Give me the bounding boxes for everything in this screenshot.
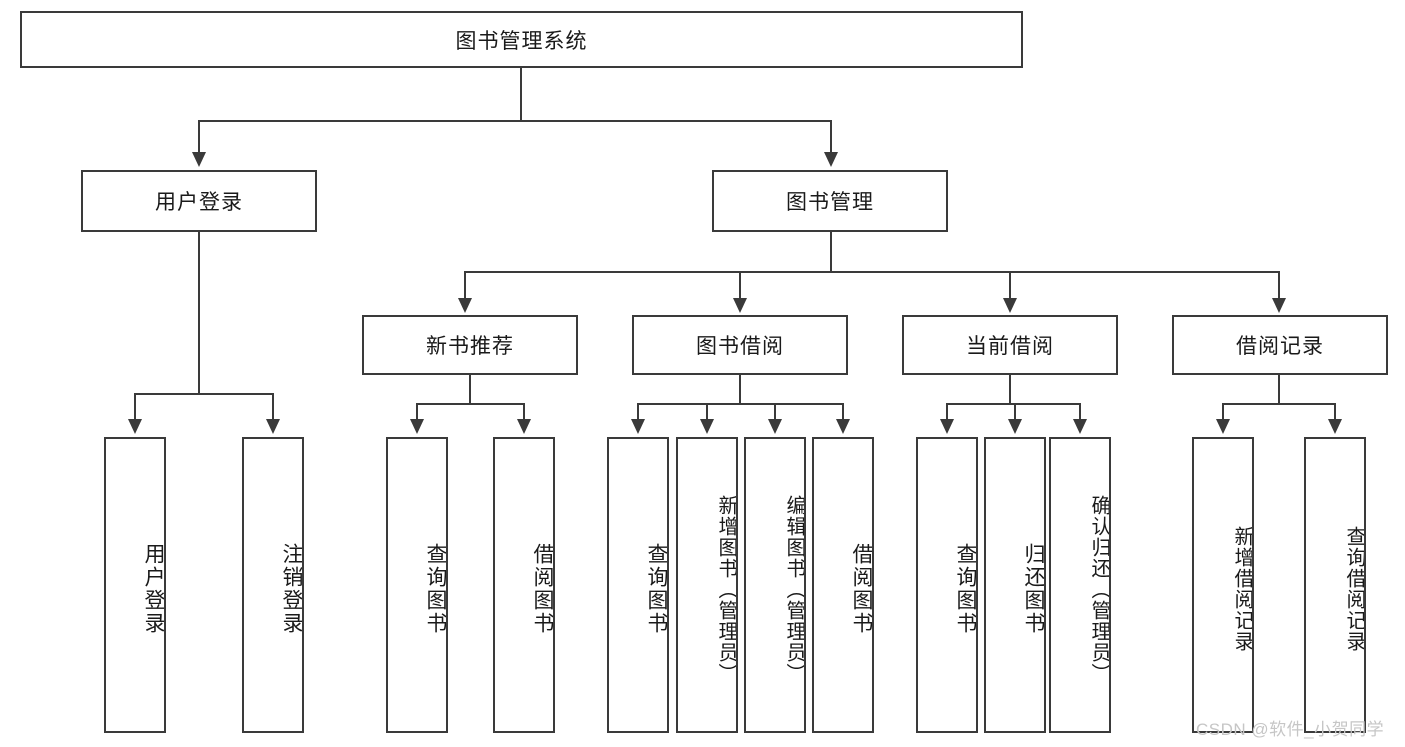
connector-current-borrow-stem <box>1009 375 1011 403</box>
node-label: 用户登录 <box>155 191 243 214</box>
leaf-label: 查询图书 <box>645 543 668 635</box>
connector-root-stem <box>520 68 522 120</box>
arrowhead-leaf-query-record <box>1328 419 1342 434</box>
connector-level2-drop-borrow-record <box>1278 271 1280 298</box>
leaf-label: 新增图书（管理员） <box>715 494 737 684</box>
connector-borrow-record-bus <box>1222 403 1336 405</box>
leaf-label: 编辑图书（管理员） <box>783 494 805 684</box>
connector-new-book-stem <box>469 375 471 403</box>
leaf-label: 注销登录 <box>280 543 303 635</box>
leaf-borrow-book-new-recommend[interactable]: 借阅图书 <box>493 437 555 733</box>
node-label: 当前借阅 <box>966 335 1054 358</box>
leaf-query-book-borrow[interactable]: 查询图书 <box>607 437 669 733</box>
connector-book-borrow-bus <box>637 403 844 405</box>
arrowhead-leaf-query-book-cb <box>940 419 954 434</box>
arrowhead-new-book-recommend <box>458 298 472 313</box>
arrowhead-leaf-borrow-book-bb <box>836 419 850 434</box>
node-label: 图书管理 <box>786 191 874 214</box>
leaf-label: 查询借阅记录 <box>1343 526 1365 652</box>
node-label: 新书推荐 <box>426 335 514 358</box>
leaf-query-book-current[interactable]: 查询图书 <box>916 437 978 733</box>
leaf-confirm-return-admin[interactable]: 确认归还（管理员） <box>1049 437 1111 733</box>
connector-current-borrow-drop-2 <box>1014 403 1016 419</box>
arrowhead-borrow-record <box>1272 298 1286 313</box>
connector-current-borrow-drop-1 <box>946 403 948 419</box>
leaf-borrow-book[interactable]: 借阅图书 <box>812 437 874 733</box>
connector-user-login-drop-1 <box>134 393 136 419</box>
node-user-login[interactable]: 用户登录 <box>81 170 317 232</box>
leaf-label: 借阅图书 <box>850 543 873 635</box>
leaf-query-book-new-recommend[interactable]: 查询图书 <box>386 437 448 733</box>
node-label: 借阅记录 <box>1236 335 1324 358</box>
arrowhead-leaf-logout <box>266 419 280 434</box>
node-root-library-system[interactable]: 图书管理系统 <box>20 11 1023 68</box>
arrowhead-leaf-query-book-nb <box>410 419 424 434</box>
connector-book-borrow-drop-2 <box>706 403 708 419</box>
node-current-borrow[interactable]: 当前借阅 <box>902 315 1118 375</box>
connector-new-book-drop-2 <box>523 403 525 419</box>
connector-new-book-drop-1 <box>416 403 418 419</box>
connector-level2-drop-new-book <box>464 271 466 298</box>
leaf-label: 确认归还（管理员） <box>1088 494 1110 684</box>
arrowhead-current-borrow <box>1003 298 1017 313</box>
arrowhead-leaf-user-login <box>128 419 142 434</box>
leaf-label: 归还图书 <box>1022 543 1045 635</box>
node-label: 图书借阅 <box>696 335 784 358</box>
leaf-user-login[interactable]: 用户登录 <box>104 437 166 733</box>
arrowhead-leaf-edit-book <box>768 419 782 434</box>
connector-new-book-bus <box>416 403 525 405</box>
arrowhead-leaf-return-book <box>1008 419 1022 434</box>
connector-current-borrow-drop-3 <box>1079 403 1081 419</box>
connector-book-borrow-stem <box>739 375 741 403</box>
leaf-label: 新增借阅记录 <box>1231 526 1253 652</box>
arrowhead-book-borrow <box>733 298 747 313</box>
leaf-add-book-admin[interactable]: 新增图书（管理员） <box>676 437 738 733</box>
arrowhead-leaf-borrow-book-nb <box>517 419 531 434</box>
node-borrow-record[interactable]: 借阅记录 <box>1172 315 1388 375</box>
leaf-label: 借阅图书 <box>531 543 554 635</box>
connector-borrow-record-stem <box>1278 375 1280 403</box>
node-book-management[interactable]: 图书管理 <box>712 170 948 232</box>
connector-level1-drop-book-mgmt <box>830 120 832 152</box>
connector-borrow-record-drop-2 <box>1334 403 1336 419</box>
leaf-add-borrow-record[interactable]: 新增借阅记录 <box>1192 437 1254 733</box>
leaf-query-borrow-record[interactable]: 查询借阅记录 <box>1304 437 1366 733</box>
connector-current-borrow-bus <box>946 403 1081 405</box>
connector-level1-bus <box>198 120 832 122</box>
arrowhead-user-login <box>192 152 206 167</box>
arrowhead-leaf-add-record <box>1216 419 1230 434</box>
connector-level2-drop-current-borrow <box>1009 271 1011 298</box>
arrowhead-book-mgmt <box>824 152 838 167</box>
connector-book-borrow-drop-3 <box>774 403 776 419</box>
arrowhead-leaf-query-book-bb <box>631 419 645 434</box>
arrowhead-leaf-confirm-return <box>1073 419 1087 434</box>
node-new-book-recommend[interactable]: 新书推荐 <box>362 315 578 375</box>
connector-user-login-bus <box>134 393 272 395</box>
node-label: 图书管理系统 <box>455 29 588 53</box>
leaf-return-book[interactable]: 归还图书 <box>984 437 1046 733</box>
leaf-label: 查询图书 <box>424 543 447 635</box>
leaf-edit-book-admin[interactable]: 编辑图书（管理员） <box>744 437 806 733</box>
leaf-label: 用户登录 <box>142 543 165 635</box>
connector-book-borrow-drop-1 <box>637 403 639 419</box>
connector-user-login-drop-2 <box>272 393 274 419</box>
connector-level1-drop-user-login <box>198 120 200 152</box>
leaf-label: 查询图书 <box>954 543 977 635</box>
leaf-logout[interactable]: 注销登录 <box>242 437 304 733</box>
connector-book-mgmt-stem <box>830 232 832 271</box>
connector-user-login-stem <box>198 232 200 393</box>
arrowhead-leaf-add-book <box>700 419 714 434</box>
node-book-borrow[interactable]: 图书借阅 <box>632 315 848 375</box>
connector-borrow-record-drop-1 <box>1222 403 1224 419</box>
connector-level2-drop-book-borrow <box>739 271 741 298</box>
connector-level2-bus <box>464 271 1280 273</box>
connector-book-borrow-drop-4 <box>842 403 844 419</box>
